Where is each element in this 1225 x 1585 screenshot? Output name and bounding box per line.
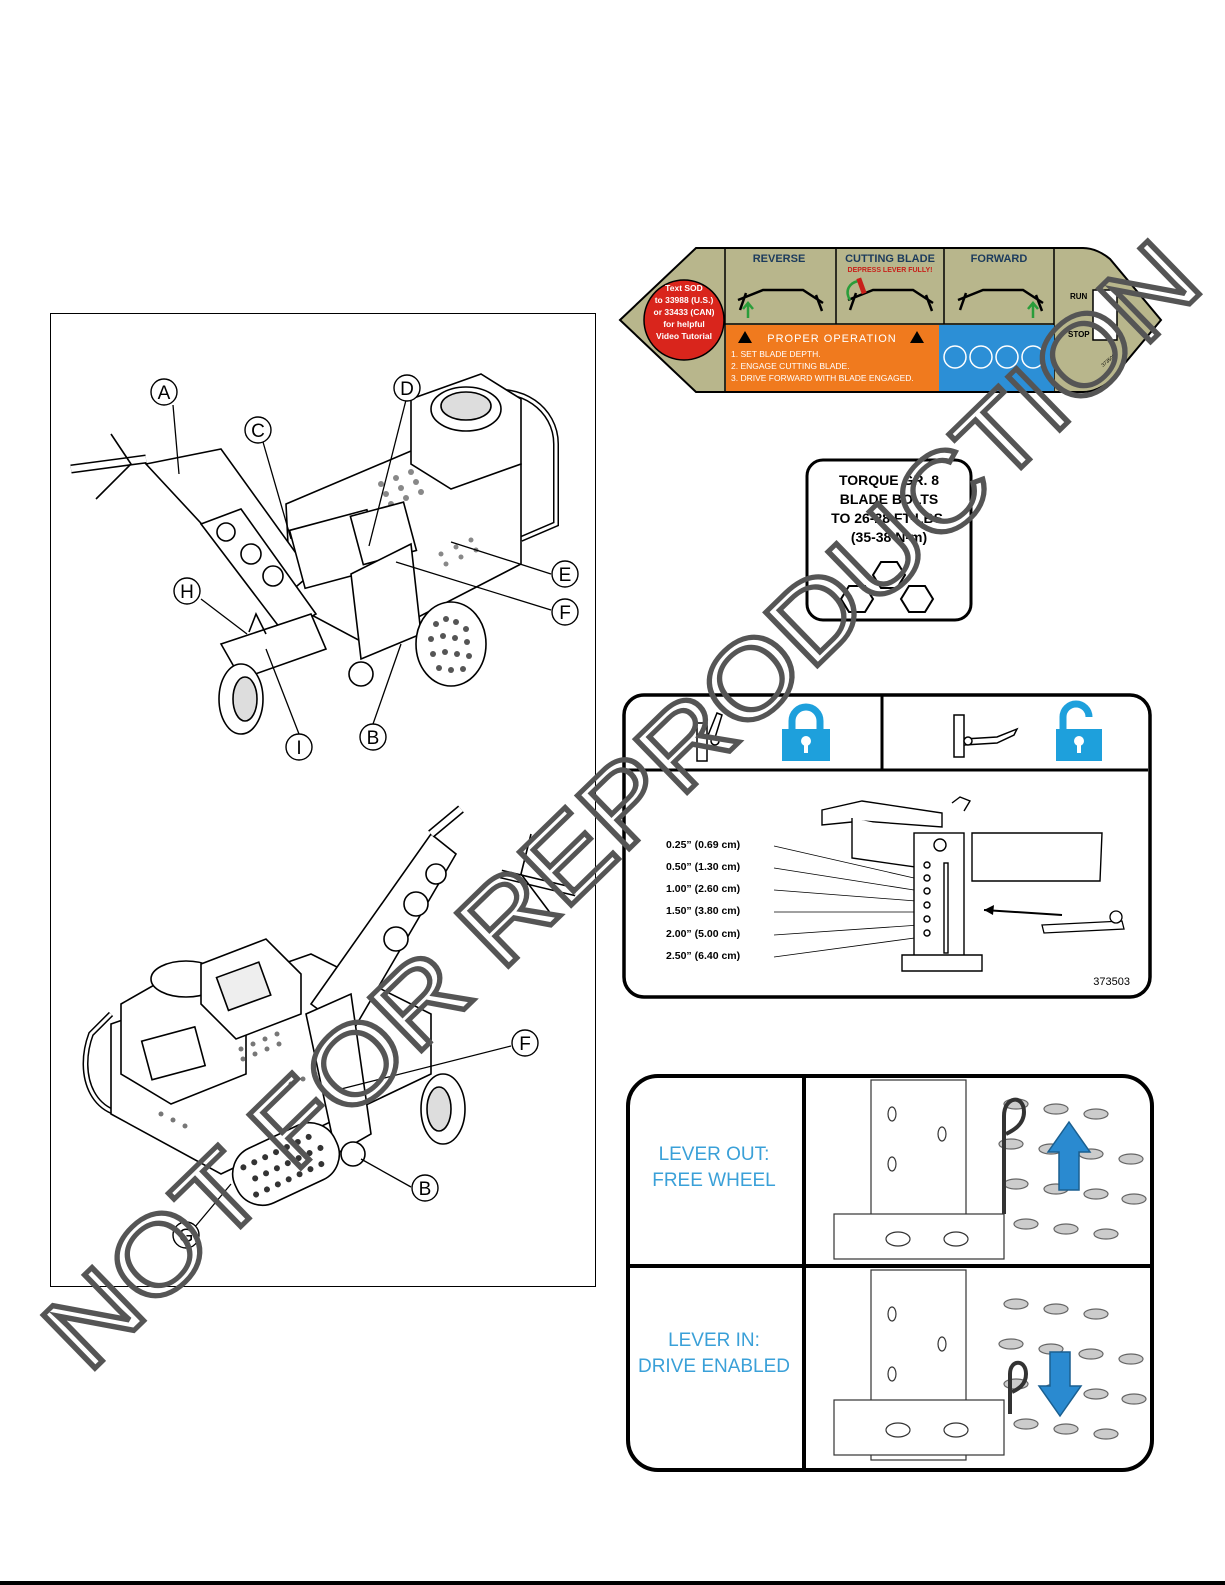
sms-line-2: to 33988 (U.S.) bbox=[655, 295, 714, 305]
callout-h: H bbox=[180, 582, 194, 603]
sod-cutter-rear-view bbox=[70, 373, 559, 735]
up-arrow-icon bbox=[1027, 301, 1039, 318]
torque-decal: TORQUE GR. 8 BLADE BOLTS TO 26-28 FT-LBS… bbox=[805, 458, 973, 622]
sms-line-1: Text SOD bbox=[665, 283, 703, 293]
arrow-down-icon bbox=[1037, 1351, 1083, 1418]
step-2: 2. ENGAGE CUTTING BLADE. bbox=[731, 361, 850, 371]
proper-operation-panel bbox=[726, 325, 939, 391]
run-label: RUN bbox=[1070, 292, 1088, 301]
lever-in-line-1: LEVER IN: bbox=[668, 1330, 760, 1351]
depth-bracket-drawing bbox=[821, 796, 1103, 972]
locked-padlock-icon bbox=[782, 703, 830, 761]
callout-a: A bbox=[158, 383, 171, 404]
callout-f: F bbox=[559, 603, 571, 624]
pin-out-icon bbox=[1002, 1097, 1027, 1214]
callout-d: D bbox=[400, 379, 414, 400]
torque-line-2: BLADE BOLTS bbox=[840, 491, 939, 507]
depth-leader-lines bbox=[773, 845, 923, 958]
run-stop-switch bbox=[1092, 289, 1118, 341]
reverse-label: REVERSE bbox=[753, 253, 806, 265]
proper-operation-title: PROPER OPERATION bbox=[767, 333, 896, 345]
bolt-hex-icons bbox=[839, 561, 935, 613]
lever-out-line-2: FREE WHEEL bbox=[652, 1170, 776, 1191]
torque-line-4: (35-38 N-m) bbox=[851, 529, 927, 545]
rotate-arrow-icon bbox=[846, 279, 859, 301]
drive-lever-decal: LEVER OUT: FREE WHEEL LEVER IN: DRIVE EN… bbox=[626, 1074, 1154, 1472]
forward-label: FORWARD bbox=[971, 253, 1028, 265]
torque-line-1: TORQUE GR. 8 bbox=[839, 472, 939, 488]
operation-control-decal: Text SOD to 33988 (U.S.) or 33433 (CAN) … bbox=[618, 247, 1163, 393]
cutting-blade-label: CUTTING BLADE bbox=[845, 253, 935, 265]
top-callout-labels: A B C D E F H I bbox=[150, 374, 579, 761]
machine-illustrations: A B C D E F H I bbox=[70, 373, 579, 1249]
blade-depth-decal: 0.25” (0.69 cm) 0.50” (1.30 cm) 1.00” (2… bbox=[622, 693, 1152, 999]
sms-line-5: Video Tutorial bbox=[656, 331, 712, 341]
torque-line-3: TO 26-28 FT-LBS. bbox=[831, 510, 947, 526]
depth-2-00: 2.00” (5.00 cm) bbox=[666, 928, 740, 940]
handle-icons bbox=[737, 288, 1044, 312]
depth-1-00: 1.00” (2.60 cm) bbox=[666, 883, 740, 895]
step-1: 1. SET BLADE DEPTH. bbox=[731, 349, 821, 359]
depress-lever-warning: DEPRESS LEVER FULLY! bbox=[848, 267, 933, 274]
sod-cutter-front-view bbox=[82, 805, 578, 1207]
page-bottom-rule bbox=[0, 1581, 1225, 1585]
sms-line-3: or 33433 (CAN) bbox=[654, 307, 715, 317]
depth-1-50: 1.50” (3.80 cm) bbox=[666, 905, 740, 917]
stop-label: STOP bbox=[1068, 330, 1090, 339]
lever-unlocked-icon bbox=[953, 714, 1019, 758]
callout-b-bottom: B bbox=[419, 1179, 432, 1200]
sms-badge bbox=[643, 279, 725, 361]
bottom-callout-labels: F B G bbox=[172, 1029, 539, 1249]
lever-in-line-2: DRIVE ENABLED bbox=[638, 1356, 790, 1377]
depth-decal-part-number: 373503 bbox=[1093, 976, 1130, 988]
arrow-up-icon bbox=[1046, 1120, 1092, 1191]
depth-0-50: 0.50” (1.30 cm) bbox=[666, 861, 740, 873]
step-3: 3. DRIVE FORWARD WITH BLADE ENGAGED. bbox=[731, 373, 914, 383]
callout-c: C bbox=[251, 421, 265, 442]
callout-f-bottom: F bbox=[519, 1034, 531, 1055]
sms-line-4: for helpful bbox=[663, 319, 705, 329]
lever-locked-icon bbox=[696, 712, 723, 762]
pin-arrow-icon bbox=[983, 909, 1063, 916]
lever-out-line-1: LEVER OUT: bbox=[659, 1144, 770, 1165]
warning-triangle-icon bbox=[738, 331, 924, 343]
ppe-icons bbox=[943, 345, 1045, 369]
top-callouts bbox=[172, 399, 552, 735]
callout-g-bottom: G bbox=[179, 1226, 194, 1247]
depth-0-25: 0.25” (0.69 cm) bbox=[666, 839, 740, 851]
up-arrow-icon bbox=[742, 301, 754, 318]
pin-drawing bbox=[1041, 910, 1125, 934]
lever-in-drawing bbox=[833, 1269, 1147, 1461]
depth-2-50: 2.50” (6.40 cm) bbox=[666, 950, 740, 962]
pin-in-icon bbox=[1008, 1360, 1029, 1414]
callout-i: I bbox=[296, 738, 301, 759]
callout-b: B bbox=[367, 728, 380, 749]
machine-figure-panel: A B C D E F H I bbox=[50, 313, 596, 1287]
callout-e: E bbox=[559, 565, 572, 586]
unlocked-padlock-icon bbox=[1056, 700, 1102, 761]
